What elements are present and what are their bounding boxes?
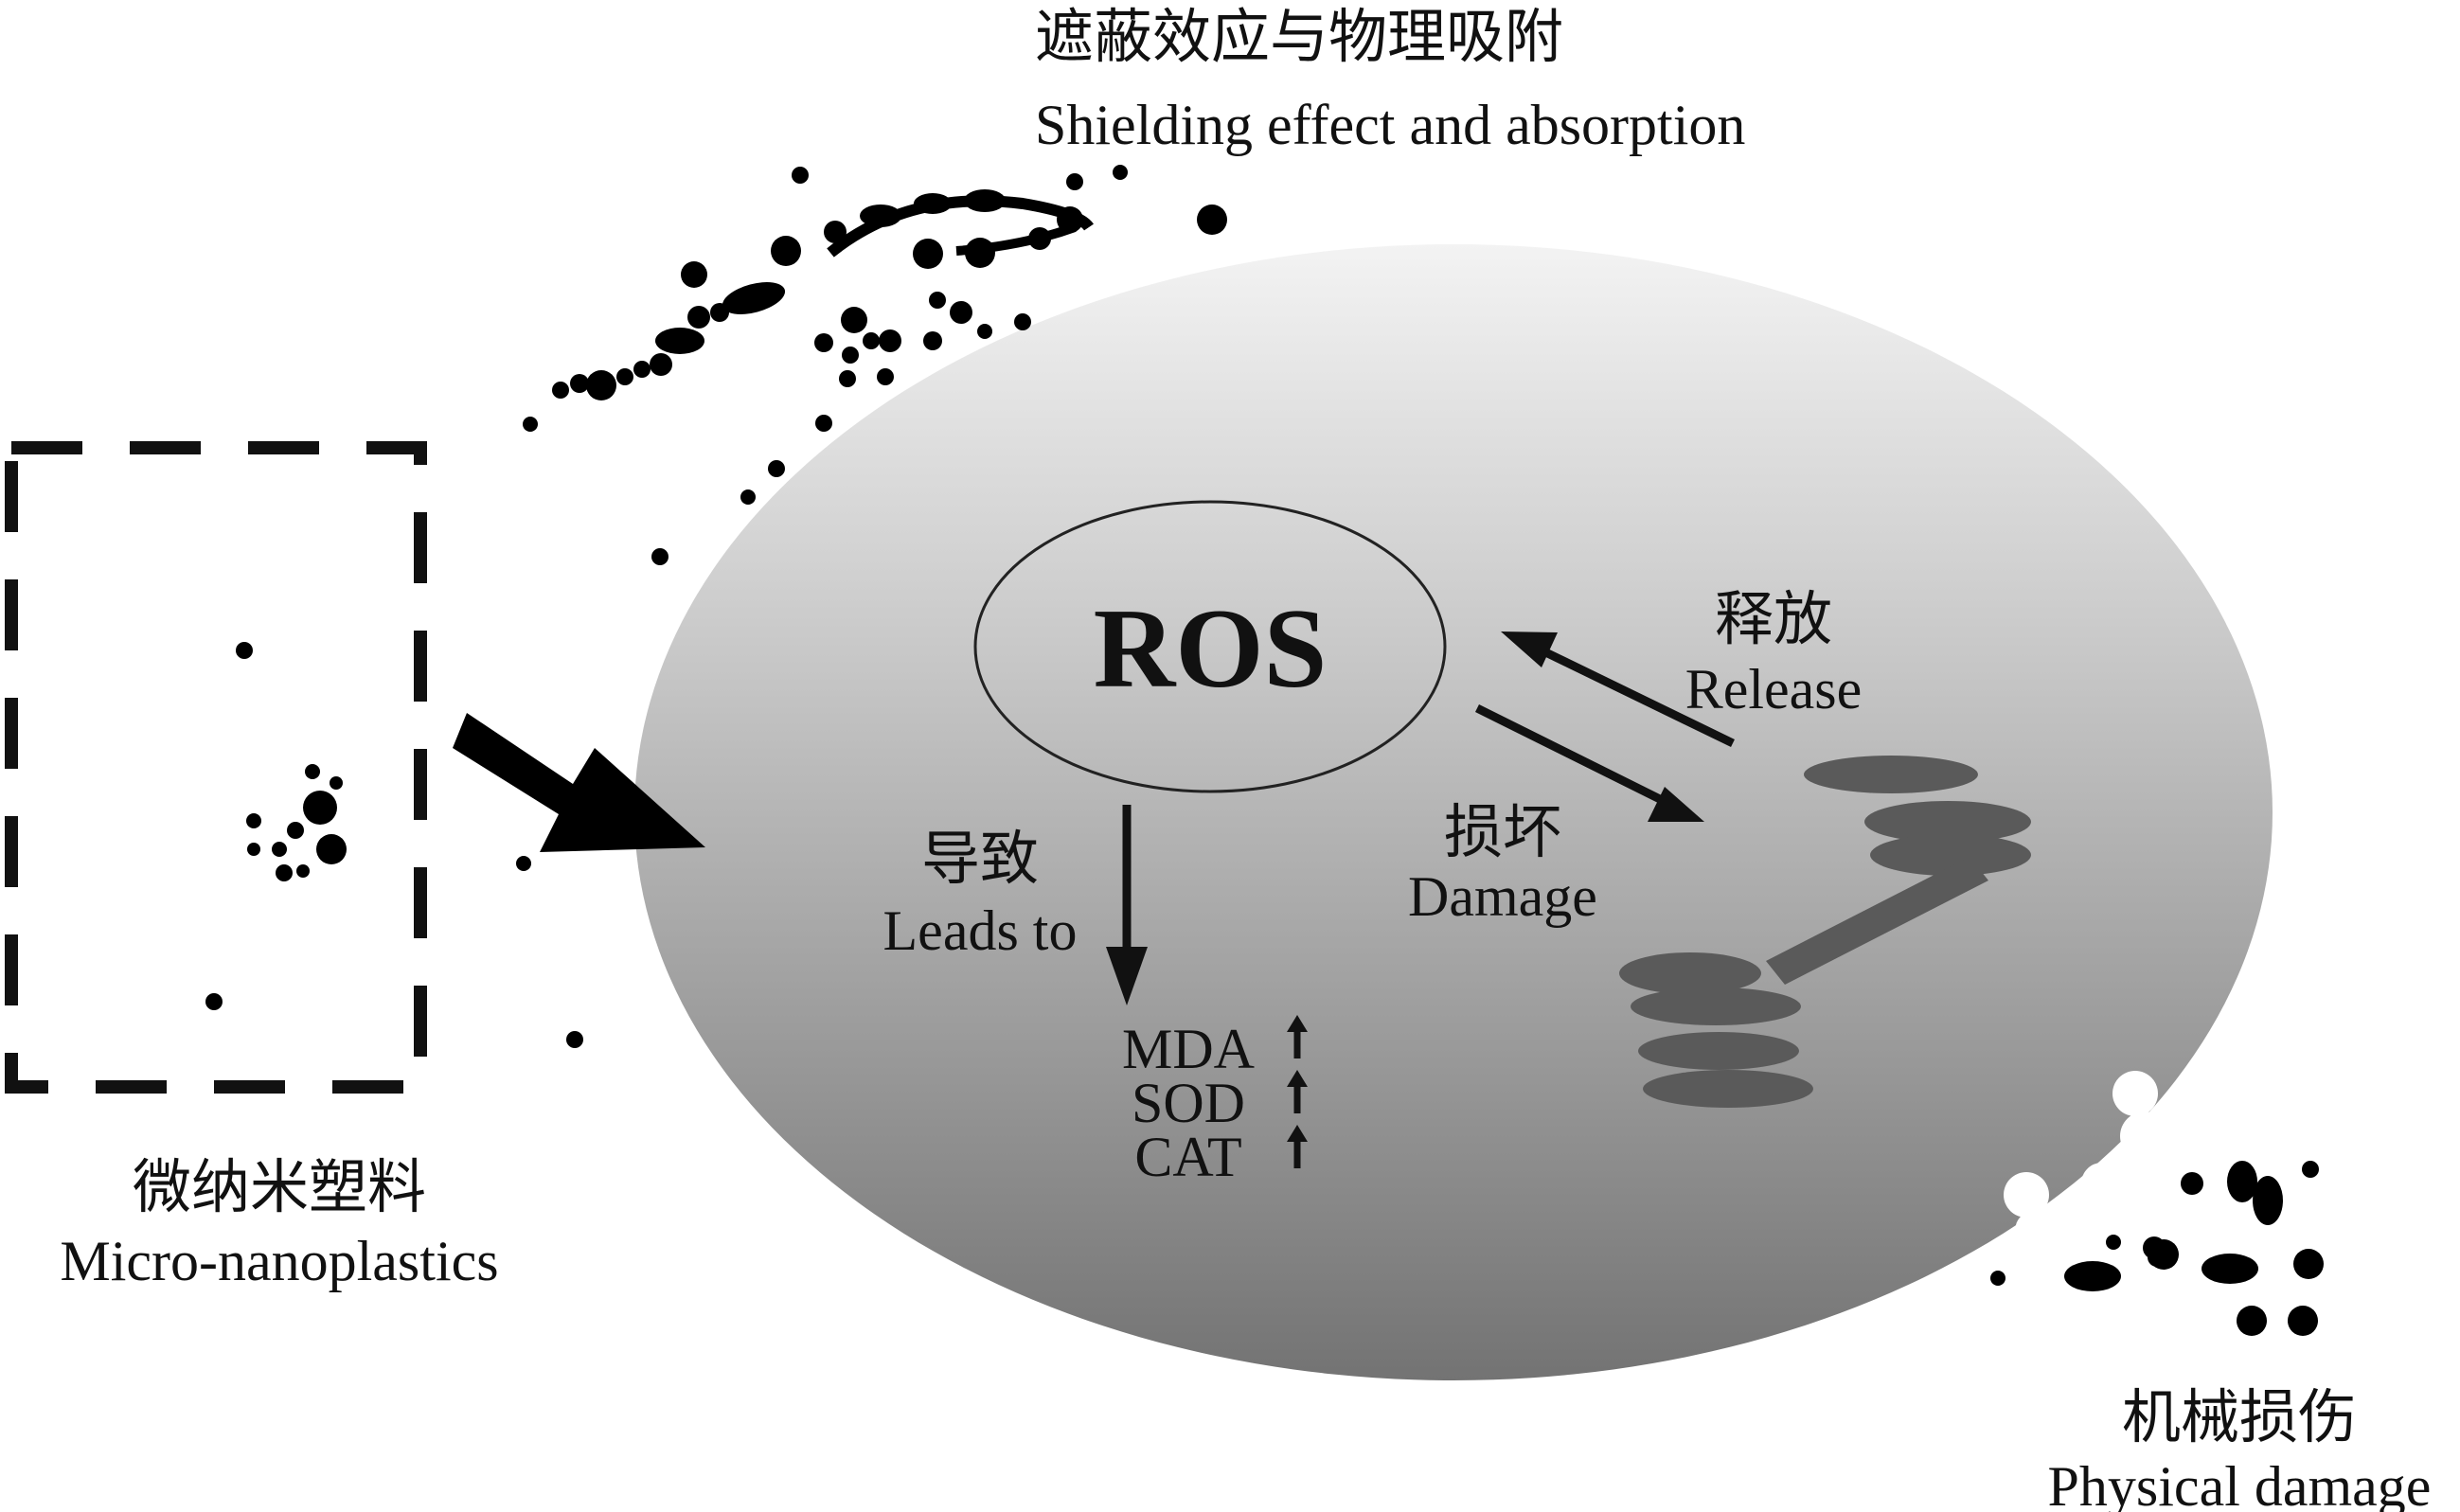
organelle [1619,756,2031,1108]
release-label-en: Release [1685,658,1863,720]
cell-body [634,244,2273,1380]
release-label-cn: 释放 [1715,584,1832,653]
leads-to-arrow [1106,805,1148,1005]
damage-label-en: Damage [1408,865,1597,928]
enzyme-mda: MDA [1122,1018,1255,1080]
enzyme-cat: CAT [1134,1126,1241,1188]
shielding-label-cn: 遮蔽效应与物理吸附 [1035,2,1563,71]
enzyme-sod: SOD [1132,1072,1245,1134]
shielding-label-en: Shielding effect and absorption [1035,94,1745,156]
micro-nanoplastics-label-en: Micro-nanoplastics [60,1230,498,1292]
physical-damage-particles [1990,1161,2324,1336]
box-particles [205,642,347,1010]
physical-damage-label-en: Physical damage [2048,1455,2432,1512]
increase-arrows [1287,1015,1308,1168]
micro-nanoplastics-label-cn: 微纳米塑料 [133,1152,426,1221]
ros-ellipse [973,500,1447,793]
dashed-source-box [5,441,427,1094]
physical-damage-blebs [2000,1066,2225,1323]
ros-label: ROS [1094,585,1328,711]
damage-arrow [1474,703,1704,822]
physical-damage-label-cn: 机械损伤 [2122,1382,2357,1451]
leads-to-label-en: Leads to [883,899,1078,962]
damage-label-cn: 损坏 [1444,797,1561,866]
shielding-particles [516,165,1227,1048]
release-arrow [1501,631,1735,748]
leads-to-label-cn: 导致 [921,824,1039,893]
entry-arrow [453,713,705,852]
